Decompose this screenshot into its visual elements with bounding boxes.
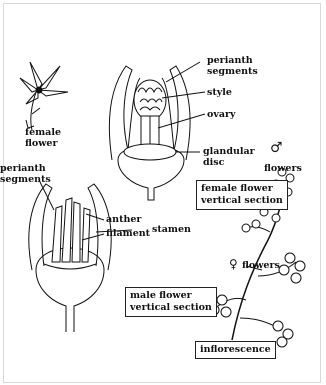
inflorescence-caption: inflorescence (195, 341, 276, 359)
female-flower-illustration (20, 62, 68, 130)
stamen-label: stamen (152, 224, 191, 235)
female-symbol: ♀ (229, 259, 238, 270)
flowers-label-top: flowers (264, 163, 302, 174)
male-section-illustration (29, 182, 132, 332)
style-label: style (207, 87, 232, 98)
male-symbol: ♂ (270, 143, 283, 154)
ovary-label: ovary (207, 109, 236, 120)
anther-label: anther (106, 214, 141, 225)
filament-label: filament (106, 228, 150, 239)
flowers-label-mid: flowers (242, 260, 280, 271)
female-section-illustration (109, 62, 205, 200)
